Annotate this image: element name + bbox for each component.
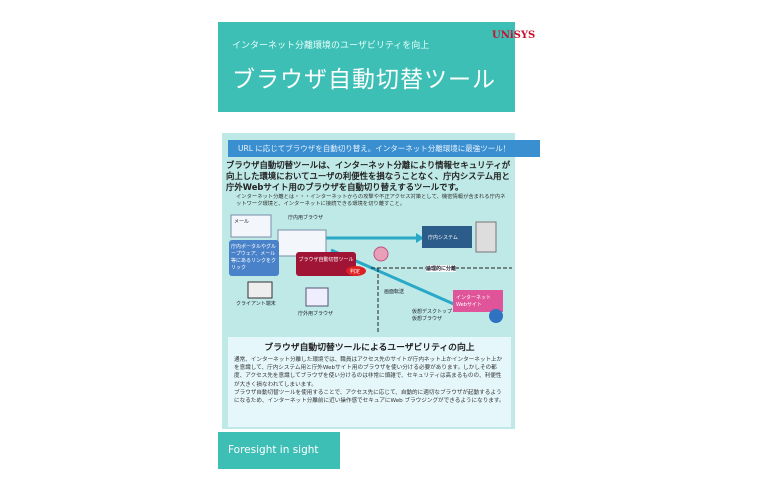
portal-label: 庁内ポータルやグループウェア、メール等にあるリンクをクリック: [231, 244, 277, 271]
lead-text: ブラウザ自動切替ツールは、インターネット分離により情報セキュリティが向上した環境…: [226, 160, 511, 192]
unisys-logo: UNiSYS: [492, 30, 536, 41]
section-title: ブラウザ自動切替ツールによるユーザビリティの向上: [264, 343, 475, 353]
separation-label: 論理的に分離: [426, 265, 457, 272]
mail-label: メール: [234, 219, 250, 225]
external-browser-label: 庁外用ブラウザ: [298, 311, 334, 317]
section-body: 通常、インターネット分離した環境では、職員はアクセス先のサイトが庁内ネット上かイ…: [234, 357, 505, 405]
usability-section: [228, 337, 511, 427]
note-text: インターネット分離とは・・・インターネットからの攻撃や不正アクセス対策として、機…: [236, 194, 506, 207]
transfer-label: 画面転送: [384, 289, 405, 295]
header-subtitle: インターネット分離環境のユーザビリティを向上: [232, 41, 430, 51]
diagram-graphics: [229, 214, 512, 332]
internal-browser-label: 庁内用ブラウザ: [288, 215, 324, 221]
judge-label: 判定: [350, 269, 361, 275]
header-panel: [218, 22, 515, 112]
architecture-diagram: メール 庁内ポータルやグループウェア、メール等にあるリンクをクリック 庁内用ブラ…: [226, 210, 512, 332]
website-label: インターネット Webサイト: [456, 295, 492, 308]
tool-label: ブラウザ自動切替ツール: [298, 257, 354, 263]
footer-tagline: Foresight in sight: [218, 432, 340, 469]
virtual-label: 仮想デスクトップ 仮想ブラウザ: [412, 309, 453, 322]
banner: URL に応じてブラウザを自動切り替え。インターネット分離環境に最強ツール！: [228, 140, 540, 157]
system-label: 庁内システム: [428, 235, 458, 241]
page-title: ブラウザ自動切替ツール: [232, 67, 496, 93]
client-label: クライアント端末: [236, 301, 276, 307]
